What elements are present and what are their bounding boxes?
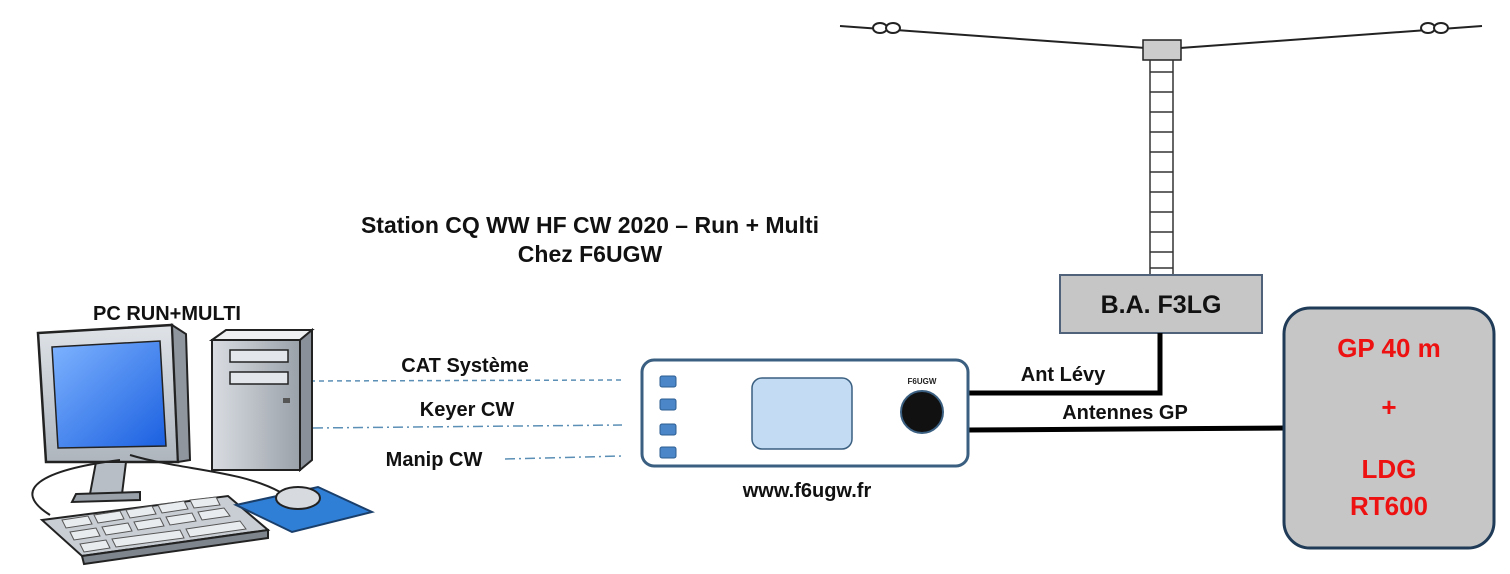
title-line-1: Station CQ WW HF CW 2020 – Run + Multi <box>361 212 819 238</box>
mouse-icon <box>275 486 321 510</box>
gp-line-4: RT600 <box>1350 491 1428 521</box>
gp-ldg-box: GP 40 m + LDG RT600 <box>1282 306 1496 550</box>
tuner-box: B.A. F3LG <box>1059 274 1263 334</box>
label-keyer: Keyer CW <box>420 399 515 421</box>
gp-line-2: + <box>1381 392 1396 422</box>
keyboard-cable <box>31 459 121 516</box>
label-cat: CAT Système <box>401 355 528 377</box>
radio-button-3 <box>659 423 677 436</box>
feedpoint-box <box>1142 39 1182 61</box>
label-antennes-gp: Antennes GP <box>1062 402 1188 424</box>
gp-line-1: GP 40 m <box>1337 333 1441 363</box>
radio-url: www.f6ugw.fr <box>742 480 872 502</box>
radio-knob-icon <box>900 390 944 434</box>
pc-computer-icon <box>31 323 375 566</box>
radio-brand: F6UGW <box>908 377 937 386</box>
mouse-cable <box>129 454 281 493</box>
link-cat <box>309 379 623 382</box>
insulator-right-icon <box>1420 22 1449 34</box>
radio-button-1 <box>659 375 677 388</box>
title-line-2: Chez F6UGW <box>518 241 663 267</box>
coax-ant-levy <box>968 333 1163 396</box>
radio-transceiver: F6UGW <box>640 358 970 468</box>
tower-icon <box>208 327 315 473</box>
link-keyer <box>312 424 623 429</box>
tuner-label: B.A. F3LG <box>1101 291 1222 319</box>
coax-antennes-gp <box>967 425 1286 433</box>
link-manip <box>504 455 623 460</box>
label-ant-levy: Ant Lévy <box>1021 364 1106 386</box>
radio-button-4 <box>659 446 677 459</box>
radio-button-2 <box>659 398 677 411</box>
ladder-line <box>1149 60 1174 275</box>
radio-screen <box>751 377 853 450</box>
insulator-left-icon <box>872 22 901 34</box>
label-manip: Manip CW <box>386 449 483 471</box>
pc-label: PC RUN+MULTI <box>93 303 241 325</box>
gp-line-3: LDG <box>1362 454 1417 484</box>
keyboard-icon <box>39 494 271 566</box>
monitor-icon <box>36 323 192 504</box>
dipole-antenna <box>839 22 1483 275</box>
